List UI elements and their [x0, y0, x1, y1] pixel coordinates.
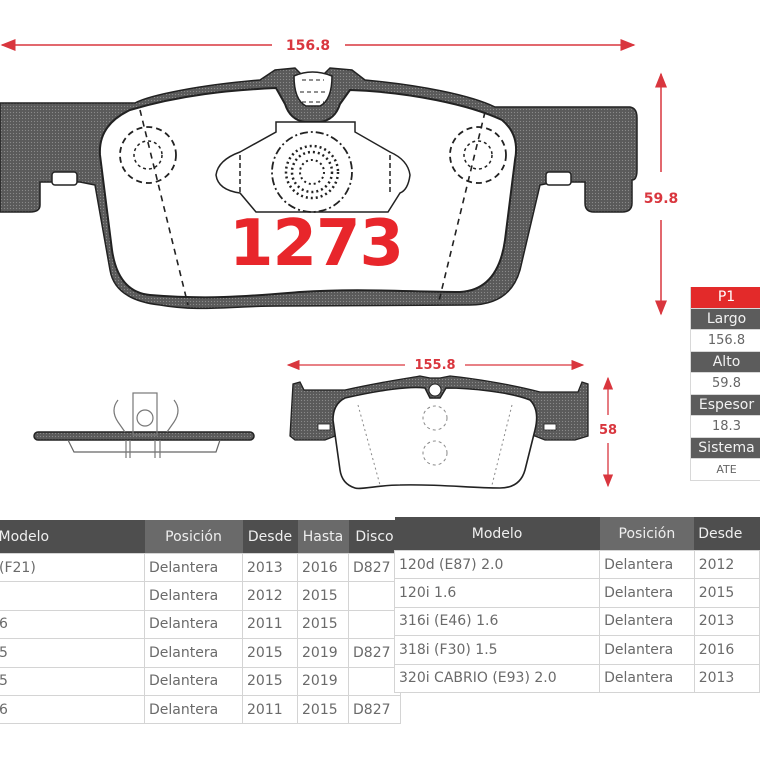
specs-panel: P1 Largo 156.8 Alto 59.8 Espesor 18.3 Si…	[690, 287, 760, 481]
column-header-hasta: Hasta	[297, 520, 349, 554]
cell-hasta: 2015	[297, 581, 349, 611]
column-header-desde: Desde	[694, 517, 760, 551]
column-header-desde: Desde	[242, 520, 298, 554]
cell-modelo: 318i (F30) 1.5	[393, 635, 601, 665]
cell-posicion: Delantera	[144, 552, 243, 583]
fitment-table-left: Modelo Posición Desde Hasta Disco (F21) …	[0, 520, 401, 725]
fitment-table-right: Modelo Posición Desde 120d (E87) 2.0 Del…	[393, 517, 760, 693]
right-indicator-circle	[449, 126, 507, 184]
right-clip	[545, 171, 572, 186]
cell-hasta: 2015	[297, 694, 349, 725]
cell-desde: 2011	[242, 694, 298, 725]
cell-posicion: Delantera	[599, 549, 695, 580]
cell-posicion: Delantera	[144, 638, 243, 668]
cell-modelo: 5	[0, 638, 145, 668]
cell-hasta: 2015	[297, 609, 349, 640]
cell-posicion: Delantera	[599, 578, 695, 608]
cell-desde: 2015	[693, 578, 760, 608]
secondary-pad-view	[289, 375, 589, 490]
cell-desde: 2013	[693, 663, 760, 693]
cell-desde: 2013	[693, 606, 760, 637]
left-indicator-circle	[119, 126, 177, 184]
cell-modelo: 5	[0, 666, 145, 696]
specs-header: P1	[690, 287, 760, 309]
cell-desde: 2011	[242, 609, 298, 640]
cell-modelo: (F21)	[0, 552, 145, 583]
table-row: 120d (E87) 2.0 Delantera 2012	[393, 549, 760, 580]
center-circle	[271, 131, 353, 213]
cell-posicion: Delantera	[144, 694, 243, 725]
side-view	[33, 392, 255, 458]
cell-hasta: 2019	[297, 666, 349, 696]
spec-label-alto: Alto	[690, 351, 760, 373]
cell-modelo: 120i 1.6	[393, 578, 601, 608]
cell-modelo: 6	[0, 694, 145, 725]
table-row: 6 Delantera 2011 2015 D827	[0, 694, 401, 725]
cell-modelo: 6	[0, 609, 145, 640]
cell-posicion: Delantera	[599, 635, 695, 665]
cell-posicion: Delantera	[599, 663, 695, 693]
table-row: (F21) Delantera 2013 2016 D827	[0, 552, 401, 583]
cell-modelo	[0, 581, 145, 611]
cell-disco: D827	[348, 694, 401, 725]
column-header-posicion: Posición	[144, 520, 243, 554]
main-width-label: 156.8	[286, 38, 330, 54]
spec-label-largo: Largo	[690, 308, 760, 330]
spec-value-espesor: 18.3	[690, 416, 760, 438]
main-pad-view	[0, 67, 638, 310]
cell-desde: 2012	[693, 549, 760, 580]
part-number: 1273	[228, 207, 404, 281]
slot-dashes	[300, 79, 326, 103]
cell-disco: D827	[348, 638, 401, 668]
secondary-height-label: 58	[599, 423, 617, 438]
column-header-posicion: Posición	[599, 517, 695, 551]
cell-disco: D827	[348, 552, 401, 583]
spec-value-largo: 156.8	[690, 330, 760, 352]
cell-disco	[348, 666, 401, 696]
cell-desde: 2012	[242, 581, 298, 611]
cell-modelo: 316i (E46) 1.6	[393, 606, 601, 637]
cell-desde: 2013	[242, 552, 298, 583]
cell-posicion: Delantera	[144, 609, 243, 640]
cell-desde: 2015	[242, 638, 298, 668]
spec-value-sistema: ATE	[690, 459, 760, 481]
cell-modelo: 320i CABRIO (E93) 2.0	[393, 663, 601, 693]
table-row: 120i 1.6 Delantera 2015	[393, 578, 760, 608]
cell-desde: 2015	[242, 666, 298, 696]
cell-posicion: Delantera	[144, 666, 243, 696]
cell-hasta: 2019	[297, 638, 349, 668]
cell-posicion: Delantera	[599, 606, 695, 637]
table-header-row: Modelo Posición Desde	[394, 517, 760, 551]
column-header-modelo: Modelo	[394, 517, 600, 551]
column-header-modelo: Modelo	[0, 520, 145, 554]
left-clip	[51, 171, 78, 186]
cell-hasta: 2016	[297, 552, 349, 583]
cell-posicion: Delantera	[144, 581, 243, 611]
table-row: 6 Delantera 2011 2015	[0, 609, 401, 640]
table-row: 316i (E46) 1.6 Delantera 2013	[393, 606, 760, 637]
spring-clip-plate	[215, 121, 411, 213]
table-row: 318i (F30) 1.5 Delantera 2016	[393, 635, 760, 665]
spec-value-alto: 59.8	[690, 373, 760, 395]
center-slot	[293, 71, 333, 107]
spec-label-sistema: Sistema	[690, 437, 760, 459]
table-row: 320i CABRIO (E93) 2.0 Delantera 2013	[393, 663, 760, 693]
cell-desde: 2016	[693, 635, 760, 665]
table-row: Delantera 2012 2015	[0, 581, 401, 611]
spec-label-espesor: Espesor	[690, 394, 760, 416]
column-header-disco: Disco	[348, 520, 401, 554]
cell-disco	[348, 609, 401, 640]
cell-disco	[348, 581, 401, 611]
table-row: 5 Delantera 2015 2019 D827	[0, 638, 401, 668]
main-height-label: 59.8	[644, 191, 679, 207]
table-row: 5 Delantera 2015 2019	[0, 666, 401, 696]
table-header-row: Modelo Posición Desde Hasta Disco	[0, 520, 401, 554]
secondary-width-label: 155.8	[414, 358, 455, 373]
cell-modelo: 120d (E87) 2.0	[393, 549, 601, 580]
